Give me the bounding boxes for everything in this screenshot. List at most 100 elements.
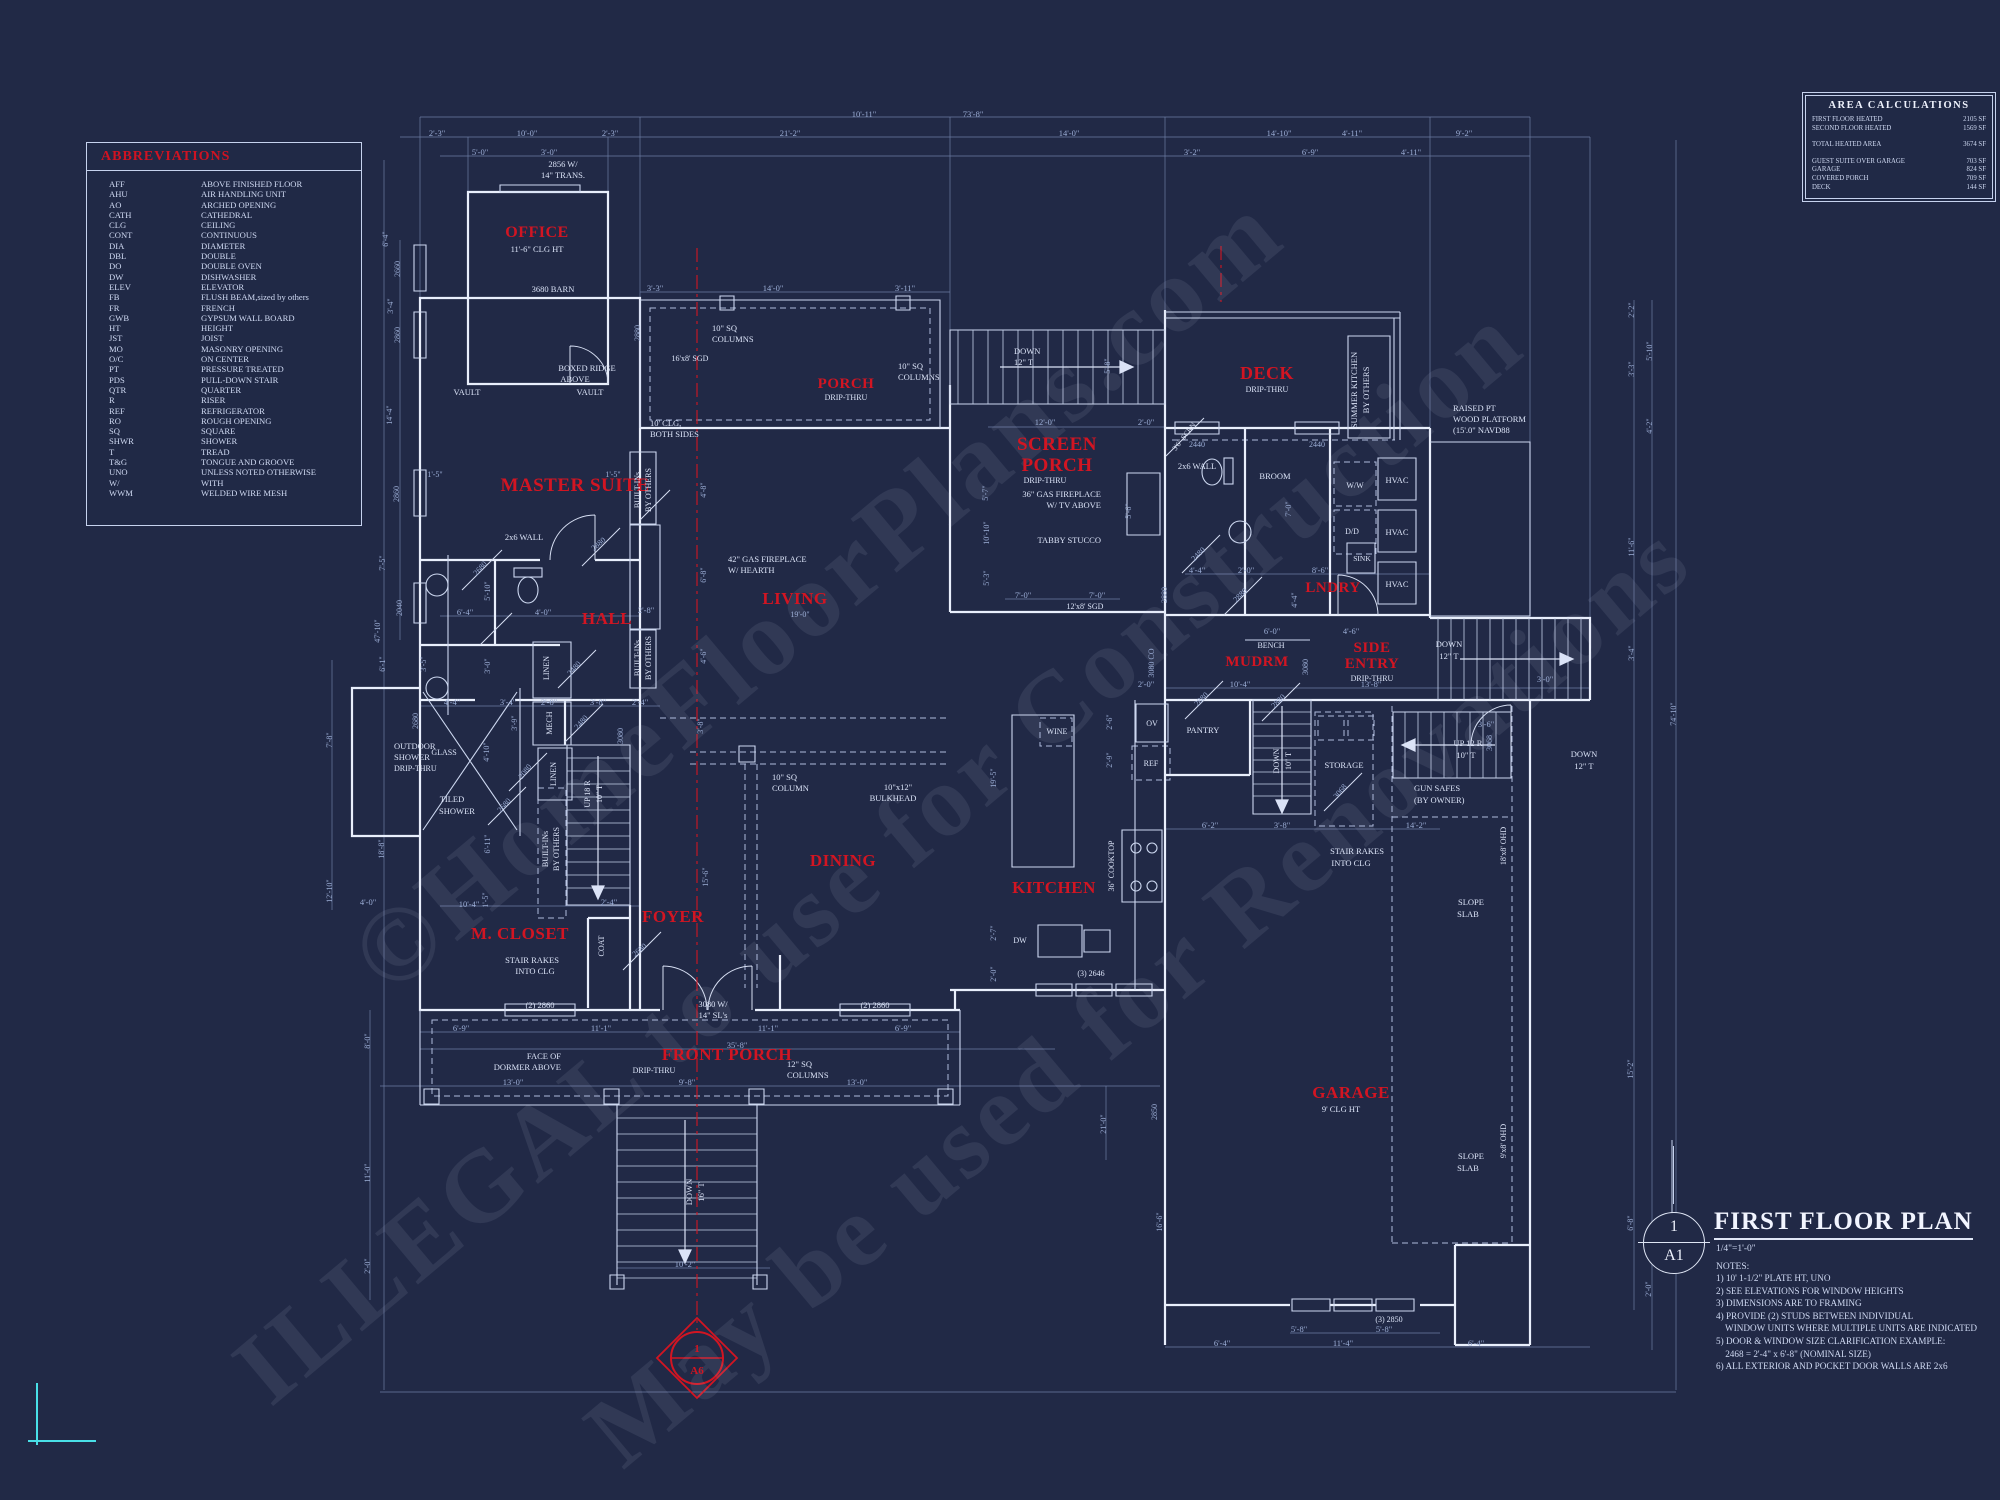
area-row: SECOND FLOOR HEATED 1569 SF	[1812, 125, 1986, 134]
annotation-label: ABOVE	[560, 374, 589, 384]
abbreviation-key: SQ	[109, 426, 120, 437]
annotation-label: (3) 2850	[1375, 1315, 1402, 1324]
annotation-label: BUILT-INs	[633, 640, 642, 676]
dimension-label: 12'-0"	[1035, 417, 1056, 427]
annotation-label: STORAGE	[1324, 760, 1363, 770]
dimension-label: 2'-3"	[429, 128, 445, 138]
dimension-label: 4'-11"	[1342, 128, 1362, 138]
abbreviation-row: R RISER	[109, 395, 355, 405]
abbreviation-row: ELEV ELEVATOR	[109, 282, 355, 292]
room-label: KITCHEN	[1012, 878, 1096, 897]
annotation-label: DOWN	[1571, 749, 1597, 759]
dimension-label: 2680	[471, 559, 488, 577]
dimension-label: 5'-8"	[1376, 1324, 1392, 1334]
abbreviation-definition: ABOVE FINISHED FLOOR	[201, 179, 303, 189]
dimension-label: 2680	[411, 713, 420, 729]
abbreviation-key: DBL	[109, 251, 127, 262]
annotation-label: DW	[1013, 936, 1027, 945]
abbreviation-key: DW	[109, 271, 124, 282]
annotation-label: SHOWER	[394, 752, 430, 762]
dimension-label: 3'-2"	[1184, 147, 1200, 157]
dimension-label: 11'-6"	[1627, 537, 1636, 556]
abbreviation-row: DBL DOUBLE	[109, 251, 355, 261]
dimension-label: 2'-0"	[989, 966, 998, 981]
area-label: COVERED PORCH	[1812, 174, 1869, 182]
abbreviation-definition: DOUBLE OVEN	[201, 261, 262, 272]
sheet-marker: 1 A1	[1638, 1146, 1710, 1284]
abbreviation-row: HT HEIGHT	[109, 323, 355, 333]
dimension-label: 2860	[392, 486, 401, 502]
dimension-label: 14'-0"	[1059, 128, 1080, 138]
annotation-label: DOWN	[684, 1179, 694, 1205]
dimension-label: 2'-7"	[989, 925, 998, 940]
annotation-label: 42" GAS FIREPLACE	[728, 554, 807, 564]
annotation-label: (15'.0" NAVD88	[1453, 425, 1510, 435]
dimension-label: 4'-6"	[1343, 626, 1359, 636]
note-line: 3) DIMENSIONS ARE TO FRAMING	[1716, 1298, 1862, 1309]
dimension-label: 2'-0"	[1238, 565, 1254, 575]
abbreviation-key: AO	[109, 199, 122, 210]
annotation-label: LINEN	[549, 762, 558, 786]
note-line: 2) SEE ELEVATIONS FOR WINDOW HEIGHTS	[1716, 1285, 1904, 1296]
dimension-label: 6'-9"	[895, 1023, 911, 1033]
dimension-label: 10'-2"	[675, 1259, 696, 1269]
dimension-label: 2'-8"	[638, 605, 654, 615]
abbreviation-row: RO ROUGH OPENING	[109, 416, 355, 426]
dimension-label: 14'-4"	[385, 405, 394, 424]
fixtures	[413, 184, 1531, 1312]
annotation-label: DRIP-THRU	[1024, 476, 1067, 485]
dimension-label: 5'-8"	[1103, 358, 1112, 373]
dimension-label: 16'-6"	[1155, 1212, 1164, 1231]
dimension-label: 2040	[395, 600, 404, 616]
abbreviation-key: JST	[109, 333, 123, 344]
annotation-label: SLAB	[1457, 909, 1479, 919]
area-value: 824 SF	[1966, 166, 1986, 174]
abbreviation-key: W/	[109, 477, 120, 488]
dimension-label: 10'-11"	[852, 109, 877, 119]
dimension-label: 3'-4"	[1627, 645, 1636, 660]
annotation-label: 10" T	[1456, 750, 1476, 760]
annotation-label: SHOWER	[439, 806, 475, 816]
annotation-label: TABBY STUCCO	[1038, 535, 1101, 545]
abbreviation-key: ELEV	[109, 281, 131, 292]
annotation-label: 10"x12"	[884, 782, 912, 792]
dimension-label: 3080 CO	[1147, 648, 1156, 677]
dimension-label: 4'-4"	[1290, 592, 1299, 607]
abbreviation-key: T	[109, 446, 115, 457]
abbreviation-definition: ROUGH OPENING	[201, 415, 272, 426]
dimension-label: 6'-8"	[1626, 1215, 1635, 1230]
dimension-label: 2880	[1192, 690, 1210, 708]
annotation-label: DRIP-THRU	[825, 393, 868, 402]
dimension-label: 3'-0"	[541, 147, 557, 157]
annotation-label: DRIP-THRU	[633, 1066, 676, 1075]
dimension-label: 1'-5"	[605, 470, 620, 479]
notes-list: 1) 10' 1-1/2" PLATE HT, UNO 2) SEE ELEVA…	[1714, 1272, 1977, 1373]
dimension-label: 4'-8"	[699, 482, 708, 497]
abbreviation-key: QTR	[109, 384, 127, 395]
abbreviation-definition: ELEVATOR	[201, 281, 245, 292]
abbreviation-key: O/C	[109, 354, 124, 365]
annotation-label: 3680 BARN	[532, 284, 575, 294]
dimension-label: 5'-3"	[982, 570, 991, 585]
room-label: PORCH	[818, 376, 875, 392]
abbreviation-definition: GYPSUM WALL BOARD	[201, 312, 295, 323]
room-label: ENTRY	[1345, 656, 1399, 672]
abbreviation-row: UNO UNLESS NOTED OTHERWISE	[109, 467, 355, 477]
dimension-label: 7'-0"	[1015, 590, 1031, 600]
dimension-label: 18'-8"	[377, 839, 386, 858]
dimension-label: 6'-0"	[1264, 626, 1280, 636]
dimension-label: 13'-8"	[1361, 679, 1382, 689]
dimension-label: 2860	[393, 327, 402, 343]
annotation-label: UP 18 R	[583, 780, 592, 808]
annotation-label: 10" SQ	[712, 323, 737, 333]
annotation-label: 12" T	[1014, 357, 1034, 367]
abbreviation-definition: CEILING	[201, 220, 236, 231]
abbreviation-row: WWM WELDED WIRE MESH	[109, 488, 355, 498]
drawing-scale: 1/4"=1'-0"	[1716, 1244, 1756, 1254]
dimension-label: 6'-4"	[1214, 1338, 1230, 1348]
doors	[461, 345, 1512, 1011]
abbreviation-row: JST JOIST	[109, 333, 355, 343]
annotation-label: INTO CLG	[1331, 858, 1370, 868]
area-value: 2105 SF	[1963, 116, 1986, 123]
